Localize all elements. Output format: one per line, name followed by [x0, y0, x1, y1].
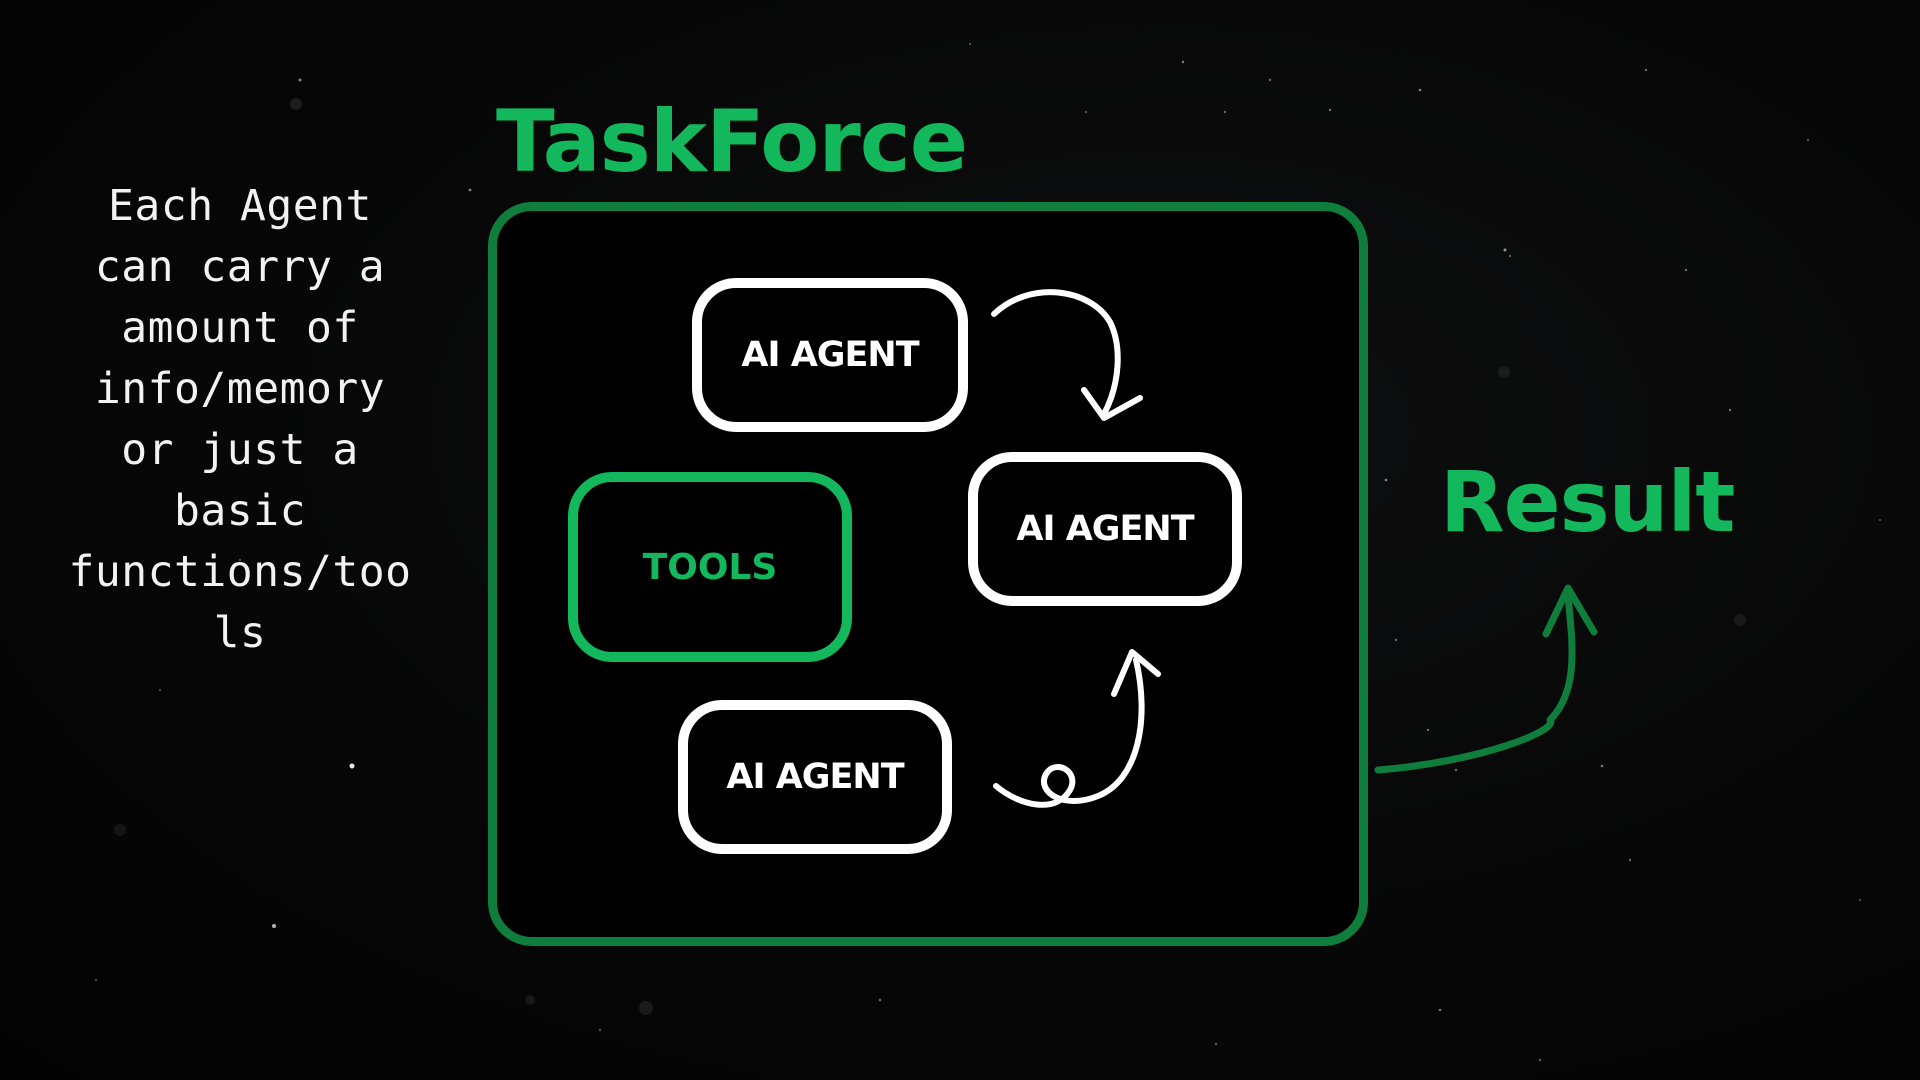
ai-agent-node-right: AI AGENT	[968, 452, 1242, 606]
ai-agent-node-top: AI AGENT	[692, 278, 968, 432]
result-label: Result	[1440, 453, 1735, 551]
ai-agent-label: AI AGENT	[726, 757, 904, 797]
ai-agent-label: AI AGENT	[741, 335, 919, 375]
side-note-text: Each Agent can carry a amount of info/me…	[68, 181, 412, 658]
ai-agent-label: AI AGENT	[1016, 509, 1194, 549]
tools-label: TOOLS	[642, 546, 778, 588]
tools-node: TOOLS	[568, 472, 852, 662]
ai-agent-node-bottom: AI AGENT	[678, 700, 952, 854]
diagram-title: TaskForce	[496, 92, 968, 192]
